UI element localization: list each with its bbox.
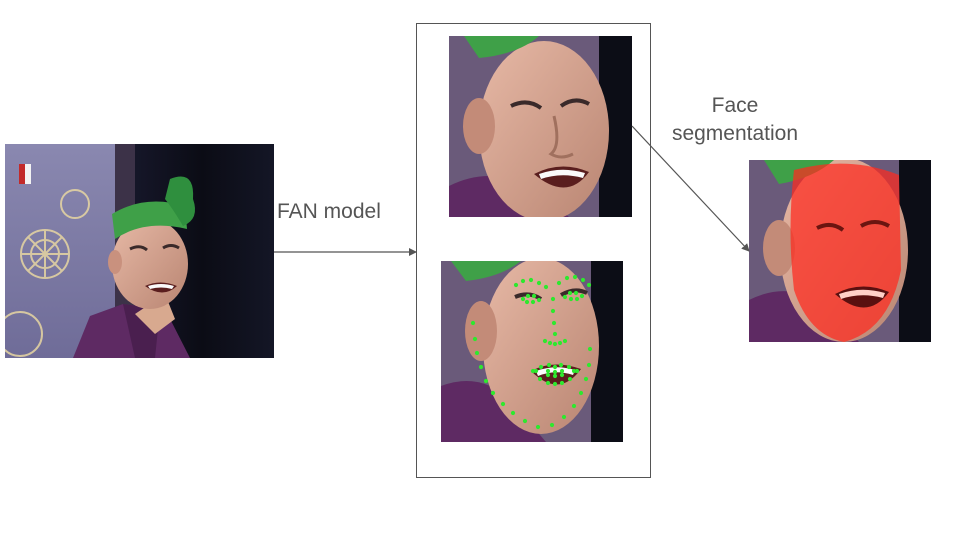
landmark-point bbox=[586, 282, 592, 288]
landmarks-image bbox=[441, 261, 623, 442]
landmark-point bbox=[545, 368, 551, 374]
landmark-point bbox=[556, 280, 562, 286]
landmark-point bbox=[545, 380, 551, 386]
landmark-point bbox=[561, 414, 567, 420]
landmark-point bbox=[562, 294, 568, 300]
landmark-point bbox=[550, 296, 556, 302]
landmark-point bbox=[543, 284, 549, 290]
landmark-point bbox=[474, 350, 480, 356]
face-segmentation-arrow bbox=[631, 125, 750, 252]
landmark-point bbox=[586, 362, 592, 368]
landmark-point bbox=[568, 296, 574, 302]
landmark-point bbox=[559, 368, 565, 374]
landmark-point bbox=[572, 274, 578, 280]
landmark-point bbox=[562, 338, 568, 344]
landmark-point bbox=[536, 297, 542, 303]
cropped-face-image bbox=[449, 36, 632, 217]
face-segmentation-label-line2: segmentation bbox=[671, 122, 799, 145]
landmark-point bbox=[550, 308, 556, 314]
landmark-point bbox=[579, 293, 585, 299]
face-segmentation-label-line1: Face bbox=[711, 94, 759, 117]
landmark-point bbox=[574, 368, 580, 374]
landmark-point bbox=[535, 424, 541, 430]
landmark-point bbox=[538, 364, 544, 370]
landmark-point bbox=[510, 410, 516, 416]
landmark-point bbox=[533, 368, 539, 374]
landmark-point bbox=[578, 390, 584, 396]
landmark-point bbox=[567, 376, 573, 382]
landmark-point bbox=[557, 340, 563, 346]
landmark-point bbox=[587, 346, 593, 352]
landmark-point bbox=[583, 376, 589, 382]
landmark-point bbox=[478, 364, 484, 370]
landmark-point bbox=[549, 422, 555, 428]
landmark-point bbox=[528, 277, 534, 283]
landmark-point bbox=[470, 320, 476, 326]
landmark-point bbox=[580, 277, 586, 283]
landmark-point bbox=[567, 290, 573, 296]
landmark-point bbox=[545, 372, 551, 378]
landmark-point bbox=[524, 299, 530, 305]
landmark-point bbox=[571, 403, 577, 409]
landmark-point bbox=[525, 293, 531, 299]
landmark-point bbox=[500, 401, 506, 407]
landmark-point bbox=[520, 296, 526, 302]
landmark-point bbox=[571, 368, 577, 374]
landmark-point bbox=[536, 280, 542, 286]
landmark-point bbox=[542, 338, 548, 344]
landmark-point bbox=[566, 364, 572, 370]
landmark-point bbox=[559, 372, 565, 378]
segmented-face-image bbox=[749, 160, 931, 342]
fan-model-label: FAN model bbox=[277, 200, 381, 223]
landmark-point bbox=[530, 368, 536, 374]
landmark-point bbox=[552, 373, 558, 379]
landmark-point bbox=[552, 341, 558, 347]
landmark-point bbox=[552, 381, 558, 387]
landmark-point bbox=[483, 378, 489, 384]
landmark-point bbox=[552, 364, 558, 370]
landmark-point bbox=[530, 299, 536, 305]
landmark-point bbox=[564, 275, 570, 281]
input-photo bbox=[5, 144, 274, 358]
landmark-point bbox=[552, 331, 558, 337]
landmark-point bbox=[520, 278, 526, 284]
landmark-point bbox=[552, 369, 558, 375]
landmark-point bbox=[537, 376, 543, 382]
landmark-point bbox=[522, 418, 528, 424]
landmark-point bbox=[472, 336, 478, 342]
landmark-point bbox=[546, 362, 552, 368]
landmark-point bbox=[573, 290, 579, 296]
landmark-point bbox=[574, 296, 580, 302]
landmark-point bbox=[547, 340, 553, 346]
face-segmentation-label: Face segmentation bbox=[661, 92, 809, 148]
landmark-point bbox=[551, 320, 557, 326]
landmark-point bbox=[531, 293, 537, 299]
landmark-point bbox=[559, 380, 565, 386]
landmark-point bbox=[558, 362, 564, 368]
landmark-point bbox=[490, 390, 496, 396]
landmark-point bbox=[513, 282, 519, 288]
